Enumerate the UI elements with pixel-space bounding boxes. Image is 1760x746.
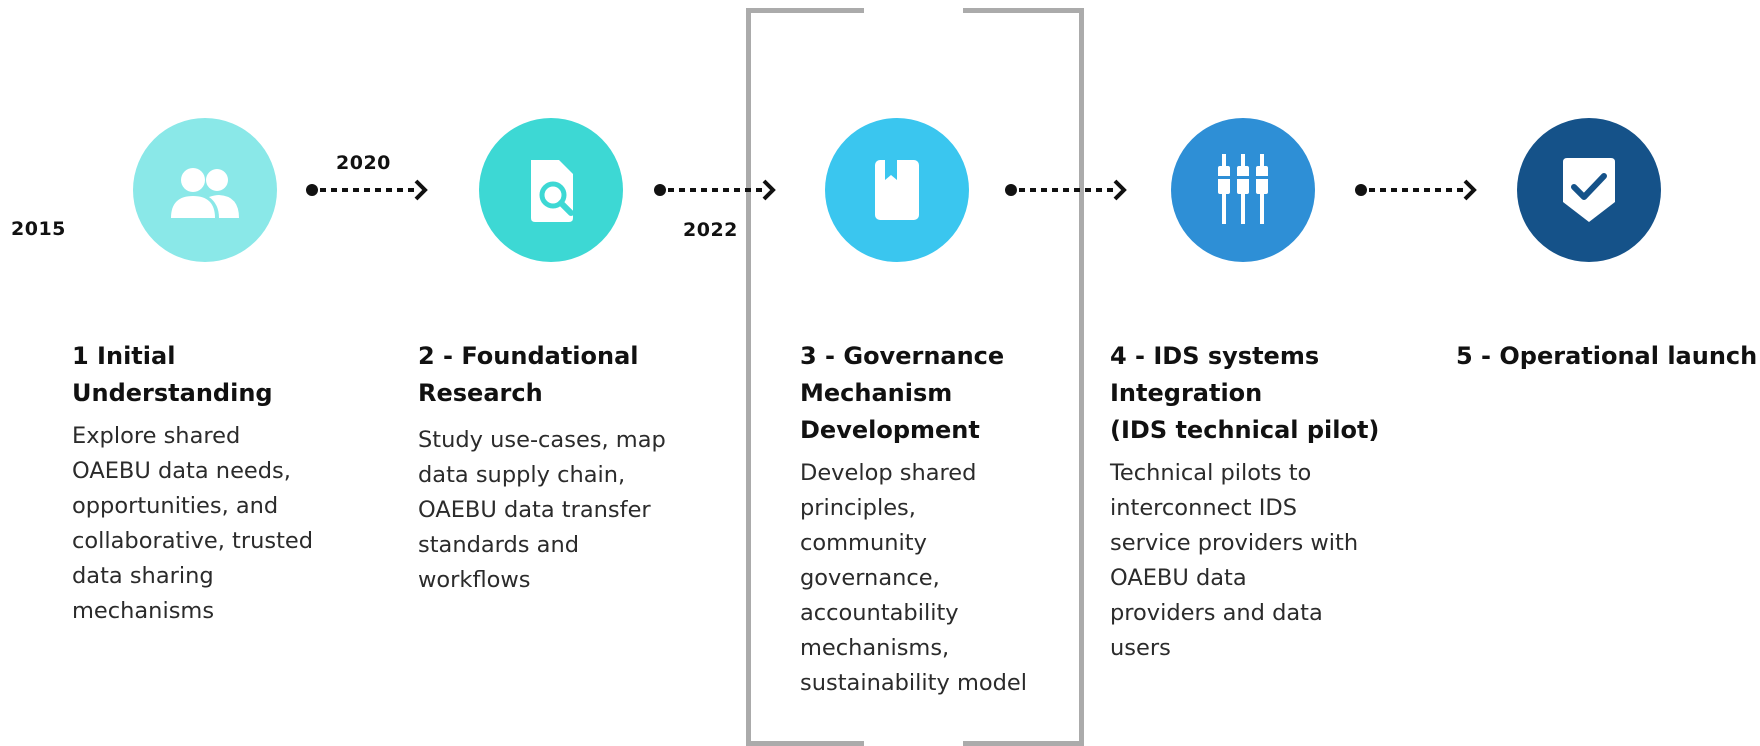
bracket-bottom-left	[746, 741, 864, 746]
people-icon	[171, 168, 239, 218]
bracket-top-left	[746, 8, 864, 13]
year-label-2022: 2022	[683, 219, 738, 241]
arrow-3-to-4	[1005, 179, 1127, 201]
shield-check-icon	[1563, 158, 1615, 222]
document-search-icon	[531, 160, 574, 222]
year-label-2015: 2015	[11, 218, 66, 240]
step-2-description: Study use-cases, map data supply chain, …	[418, 427, 666, 593]
step-1-description: Explore shared OAEBU data needs, opportu…	[72, 423, 314, 624]
step-3-description: Develop shared principles, community gov…	[800, 460, 1027, 696]
step-1-circle	[133, 118, 277, 262]
arrow-2-to-3	[654, 179, 776, 201]
step-3-circle	[825, 118, 969, 262]
arrow-1-to-2	[306, 179, 428, 201]
step-4-description: Technical pilots to interconnect IDS ser…	[1110, 460, 1359, 661]
bracket-right-edge	[1079, 8, 1084, 746]
step-1-title: 1 Initial Understanding	[72, 342, 273, 407]
plugs-icon	[1218, 154, 1268, 224]
year-label-2020: 2020	[336, 152, 391, 174]
book-icon	[875, 160, 919, 220]
arrow-4-to-5	[1355, 179, 1477, 201]
step-4-circle	[1171, 118, 1315, 262]
bracket-top-right	[963, 8, 1084, 13]
step-5-circle	[1517, 118, 1661, 262]
step-5-title: 5 - Operational launch	[1456, 342, 1758, 370]
bracket-bottom-right	[963, 741, 1084, 746]
step-3-title: 3 - Governance Mechanism Development	[800, 342, 1005, 444]
bracket-left-edge	[746, 8, 751, 746]
step-2-title: 2 - Foundational Research	[418, 342, 639, 407]
step-2-circle	[479, 118, 623, 262]
step-4-title: 4 - IDS systems Integration (IDS technic…	[1110, 342, 1380, 444]
